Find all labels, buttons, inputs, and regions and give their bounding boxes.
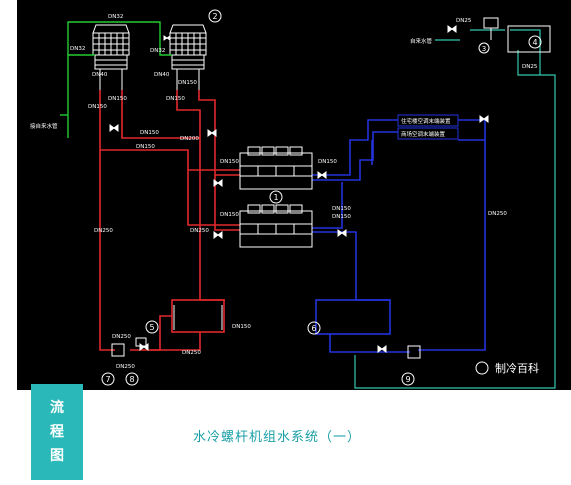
marker-2 bbox=[208, 9, 222, 23]
pipe-label: DN150 bbox=[178, 80, 197, 86]
marker-4 bbox=[528, 35, 542, 49]
marker-4-label: 4 bbox=[532, 38, 537, 47]
pipe-label: DN40 bbox=[154, 72, 170, 78]
marker-1-label: 1 bbox=[273, 193, 278, 202]
tag-char: 流 bbox=[50, 400, 64, 416]
pipe-label: DN250 bbox=[190, 228, 209, 234]
chilled-water-pipes bbox=[312, 119, 486, 353]
cooling-tower-2 bbox=[169, 24, 207, 90]
pipe-label: DN150 bbox=[332, 214, 351, 220]
pipe-label: DN250 bbox=[182, 350, 201, 356]
pipe-label: DN150 bbox=[136, 144, 155, 150]
expansion-tank bbox=[483, 17, 551, 53]
pipe-label: DN150 bbox=[220, 212, 239, 218]
chiller-2 bbox=[239, 204, 313, 248]
pipe-label: DN250 bbox=[94, 228, 113, 234]
pipe-label: DN250 bbox=[112, 334, 131, 340]
tag-char: 程 bbox=[50, 424, 64, 440]
diagram-canvas: 2 1 3 4 5 6 7 8 9 DN32 DN32 DN32 DN40 DN… bbox=[17, 0, 571, 390]
marker-3 bbox=[478, 42, 490, 54]
makeup-water-label: 接自来水管 bbox=[30, 122, 58, 130]
pipe-label: DN150 bbox=[220, 159, 239, 165]
section-tag: 流 程 图 bbox=[31, 384, 83, 480]
terminal-1-label: 住宅楼空调末端装置 bbox=[401, 117, 451, 125]
marker-8 bbox=[125, 372, 139, 386]
pipe-label: DN32 bbox=[150, 48, 165, 54]
pump-group-5 bbox=[173, 305, 223, 330]
cooling-tower-1 bbox=[92, 24, 130, 90]
terminal-2-label: 商场空调末端装置 bbox=[401, 130, 446, 138]
city-water-label: 自来水管 bbox=[410, 37, 433, 45]
makeup-water-pipes bbox=[60, 21, 172, 138]
pipe-label: DN25 bbox=[522, 64, 538, 70]
marker-7-label: 7 bbox=[105, 375, 110, 384]
marker-8-label: 8 bbox=[129, 375, 134, 384]
marker-5-label: 5 bbox=[149, 323, 154, 332]
marker-9 bbox=[401, 372, 415, 386]
expansion-pipes bbox=[354, 29, 556, 389]
pipe-label: DN150 bbox=[232, 324, 251, 330]
marker-2-label: 2 bbox=[212, 12, 217, 21]
pipe-label: DN25 bbox=[456, 18, 472, 24]
pipe-label: DN150 bbox=[88, 104, 107, 110]
pipe-label: DN32 bbox=[70, 46, 85, 52]
pipe-label: DN250 bbox=[488, 211, 507, 217]
chat-icon bbox=[475, 361, 489, 375]
marker-6-label: 6 bbox=[311, 324, 316, 333]
watermark-text: 制冷百科 bbox=[495, 361, 539, 375]
marker-3-label: 3 bbox=[482, 45, 486, 53]
equipment-markers bbox=[101, 9, 542, 386]
marker-9-label: 9 bbox=[405, 375, 410, 384]
cooling-water-pipes bbox=[99, 90, 240, 351]
pipe-label: DN150 bbox=[108, 96, 127, 102]
marker-6 bbox=[307, 321, 321, 335]
valves bbox=[109, 25, 489, 359]
marker-1 bbox=[269, 190, 283, 204]
pipe-label: DN250 bbox=[116, 364, 135, 370]
pipe-label: DN40 bbox=[92, 72, 108, 78]
pipe-label: DN150 bbox=[318, 159, 337, 165]
pipe-label: DN150 bbox=[140, 130, 159, 136]
marker-7 bbox=[101, 372, 115, 386]
marker-5 bbox=[145, 320, 159, 334]
figure-caption: 水冷螺杆机组水系统（一） bbox=[193, 430, 362, 445]
pipe-label: DN32 bbox=[108, 14, 123, 20]
watermark: 制冷百科 bbox=[475, 361, 539, 375]
pipe-label: DN200 bbox=[180, 136, 199, 142]
pipe-label: DN150 bbox=[332, 206, 351, 212]
tag-char: 图 bbox=[50, 448, 64, 464]
pipe-label: DN150 bbox=[166, 96, 185, 102]
terminal-boxes bbox=[397, 114, 459, 140]
chiller-1 bbox=[239, 146, 313, 190]
system-diagram: 2 1 3 4 5 6 7 8 9 DN32 DN32 DN32 DN40 DN… bbox=[30, 9, 556, 389]
